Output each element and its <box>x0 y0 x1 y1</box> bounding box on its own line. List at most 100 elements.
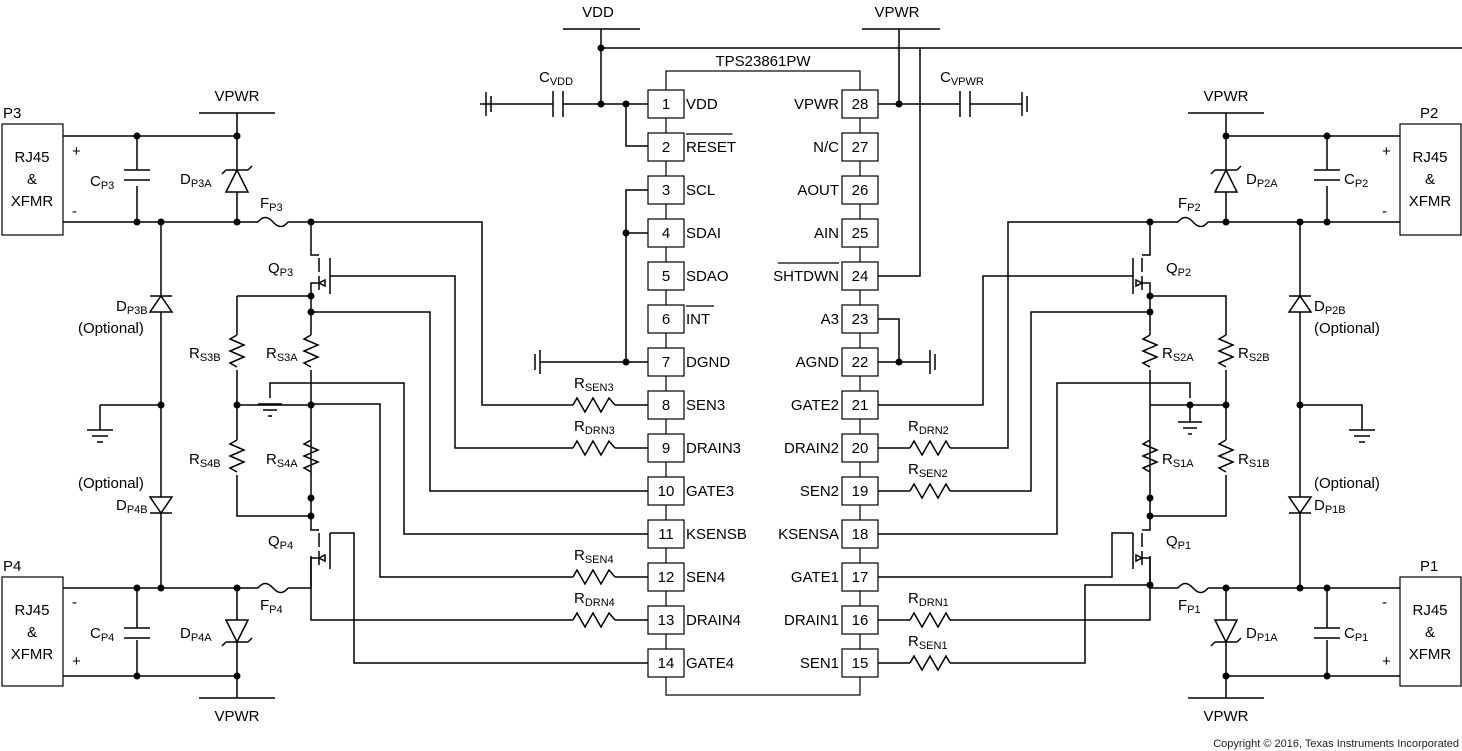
agnd-wire <box>878 318 930 363</box>
dp3b-optional: (Optional) <box>78 320 144 337</box>
cvpwr-label: CVPWR <box>940 69 984 88</box>
cp1-label: CP1 <box>1344 625 1368 644</box>
pin-label-sen2: SEN2 <box>800 483 839 500</box>
rdrn1-resistor <box>909 611 951 629</box>
fp1-label: FP1 <box>1178 597 1201 616</box>
p1-name: P1 <box>1420 558 1438 575</box>
pin-box-28 <box>841 89 879 119</box>
fp3-label: FP3 <box>260 195 283 214</box>
p3-box-line3: XFMR <box>11 193 54 210</box>
pin-number-22: 22 <box>852 354 869 371</box>
pin-label-drain4: DRAIN4 <box>686 612 741 629</box>
pin-label-drain2: DRAIN2 <box>784 440 839 457</box>
chip-body <box>665 70 861 696</box>
p4-plus: + <box>72 653 81 670</box>
rdrn2-resistor <box>909 439 951 457</box>
p1-connector <box>1399 576 1462 687</box>
pin-number-28: 28 <box>852 96 869 113</box>
dgnd-wire <box>540 189 648 363</box>
pin-number-25: 25 <box>852 225 869 242</box>
pin-number-4: 4 <box>662 225 670 242</box>
p1-box-line2: & <box>1425 624 1435 641</box>
rs1a-label: RS1A <box>1162 451 1194 470</box>
pin-box-14 <box>647 648 685 678</box>
pin-number-1: 1 <box>662 96 670 113</box>
dp2b-label: DP2B <box>1314 298 1346 317</box>
pin-label-gate4: GATE4 <box>686 655 734 672</box>
pin-label-a3: A3 <box>821 311 839 328</box>
rdrn1-label: RDRN1 <box>908 590 949 609</box>
pin-number-8: 8 <box>662 397 670 414</box>
rs2a-label: RS2A <box>1162 345 1194 364</box>
pin-box-19 <box>841 476 879 506</box>
pin-number-27: 27 <box>852 139 869 156</box>
p3-box-line2: & <box>27 171 37 188</box>
dp1b-optional: (Optional) <box>1314 475 1380 492</box>
port-p4-circuit <box>1 498 331 699</box>
fp2-label: FP2 <box>1178 195 1201 214</box>
vdd-rail: VDD <box>480 4 1462 147</box>
rs3a-label: RS3A <box>266 345 298 364</box>
p4-name: P4 <box>3 558 21 575</box>
rsen2-label: RSEN2 <box>908 461 948 480</box>
pin-label-gate2: GATE2 <box>791 397 839 414</box>
pin-label-sdao: SDAO <box>686 268 729 285</box>
pin-box-4 <box>647 218 685 248</box>
dp3a-label: DP3A <box>180 171 212 190</box>
dp3b-label: DP3B <box>116 298 148 317</box>
rs4b-label: RS4B <box>189 451 221 470</box>
port-p2-circuit <box>1132 112 1462 588</box>
pin-label-vdd: VDD <box>686 96 718 113</box>
p2-name: P2 <box>1420 105 1438 122</box>
p1-minus: - <box>1382 594 1387 611</box>
pin-label-scl: SCL <box>686 182 715 199</box>
vpwr-p3-label: VPWR <box>215 88 260 105</box>
rsen3-label: RSEN3 <box>574 375 614 394</box>
pin-box-27 <box>841 132 879 162</box>
pin-number-2: 2 <box>662 139 670 156</box>
pin-box-7 <box>647 347 685 377</box>
pin-number-26: 26 <box>852 182 869 199</box>
pin-label-ksensa: KSENSA <box>778 526 839 543</box>
fp4-label: FP4 <box>260 597 283 616</box>
vpwr-p1-label: VPWR <box>1204 708 1249 725</box>
pin-box-26 <box>841 175 879 205</box>
pin-number-15: 15 <box>852 655 869 672</box>
p2-box-line1: RJ45 <box>1412 149 1447 166</box>
rdrn2-label: RDRN2 <box>908 418 949 437</box>
rs3b-label: RS3B <box>189 345 221 364</box>
qp2-label: QP2 <box>1166 260 1191 279</box>
p4-box-line1: RJ45 <box>14 602 49 619</box>
p2-box-line3: XFMR <box>1409 193 1452 210</box>
rs4a-label: RS4A <box>266 451 298 470</box>
rsen2-resistor <box>909 482 951 500</box>
pin-number-6: 6 <box>662 311 670 328</box>
port-p1-circuit <box>1132 498 1462 699</box>
pin-label-sen4: SEN4 <box>686 569 725 586</box>
rsen4-label: RSEN4 <box>574 547 614 566</box>
dp4a-label: DP4A <box>180 625 212 644</box>
pin-number-13: 13 <box>658 612 675 629</box>
port-p3-circuit <box>1 112 331 588</box>
pin-box-17 <box>841 562 879 592</box>
p4-minus: - <box>72 594 77 611</box>
pin-box-13 <box>647 605 685 635</box>
pin-label-agnd: AGND <box>796 354 840 371</box>
pin-number-20: 20 <box>852 440 869 457</box>
p3-connector <box>1 123 64 236</box>
pin-label-gate1: GATE1 <box>791 569 839 586</box>
pin-number-3: 3 <box>662 182 670 199</box>
pin-number-18: 18 <box>852 526 869 543</box>
p3-name: P3 <box>3 105 21 122</box>
pin-label-reset: RESET <box>686 139 736 156</box>
vpwr-rail-label: VPWR <box>875 4 920 21</box>
dp2b-optional: (Optional) <box>1314 320 1380 337</box>
pin-label-shtdwn: SHTDWN <box>773 268 839 285</box>
pin-box-20 <box>841 433 879 463</box>
dp2a-label: DP2A <box>1246 171 1278 190</box>
pin-box-9 <box>647 433 685 463</box>
pin-box-12 <box>647 562 685 592</box>
pin-number-14: 14 <box>658 655 675 672</box>
pin-label-drain3: DRAIN3 <box>686 440 741 457</box>
pin-number-19: 19 <box>852 483 869 500</box>
